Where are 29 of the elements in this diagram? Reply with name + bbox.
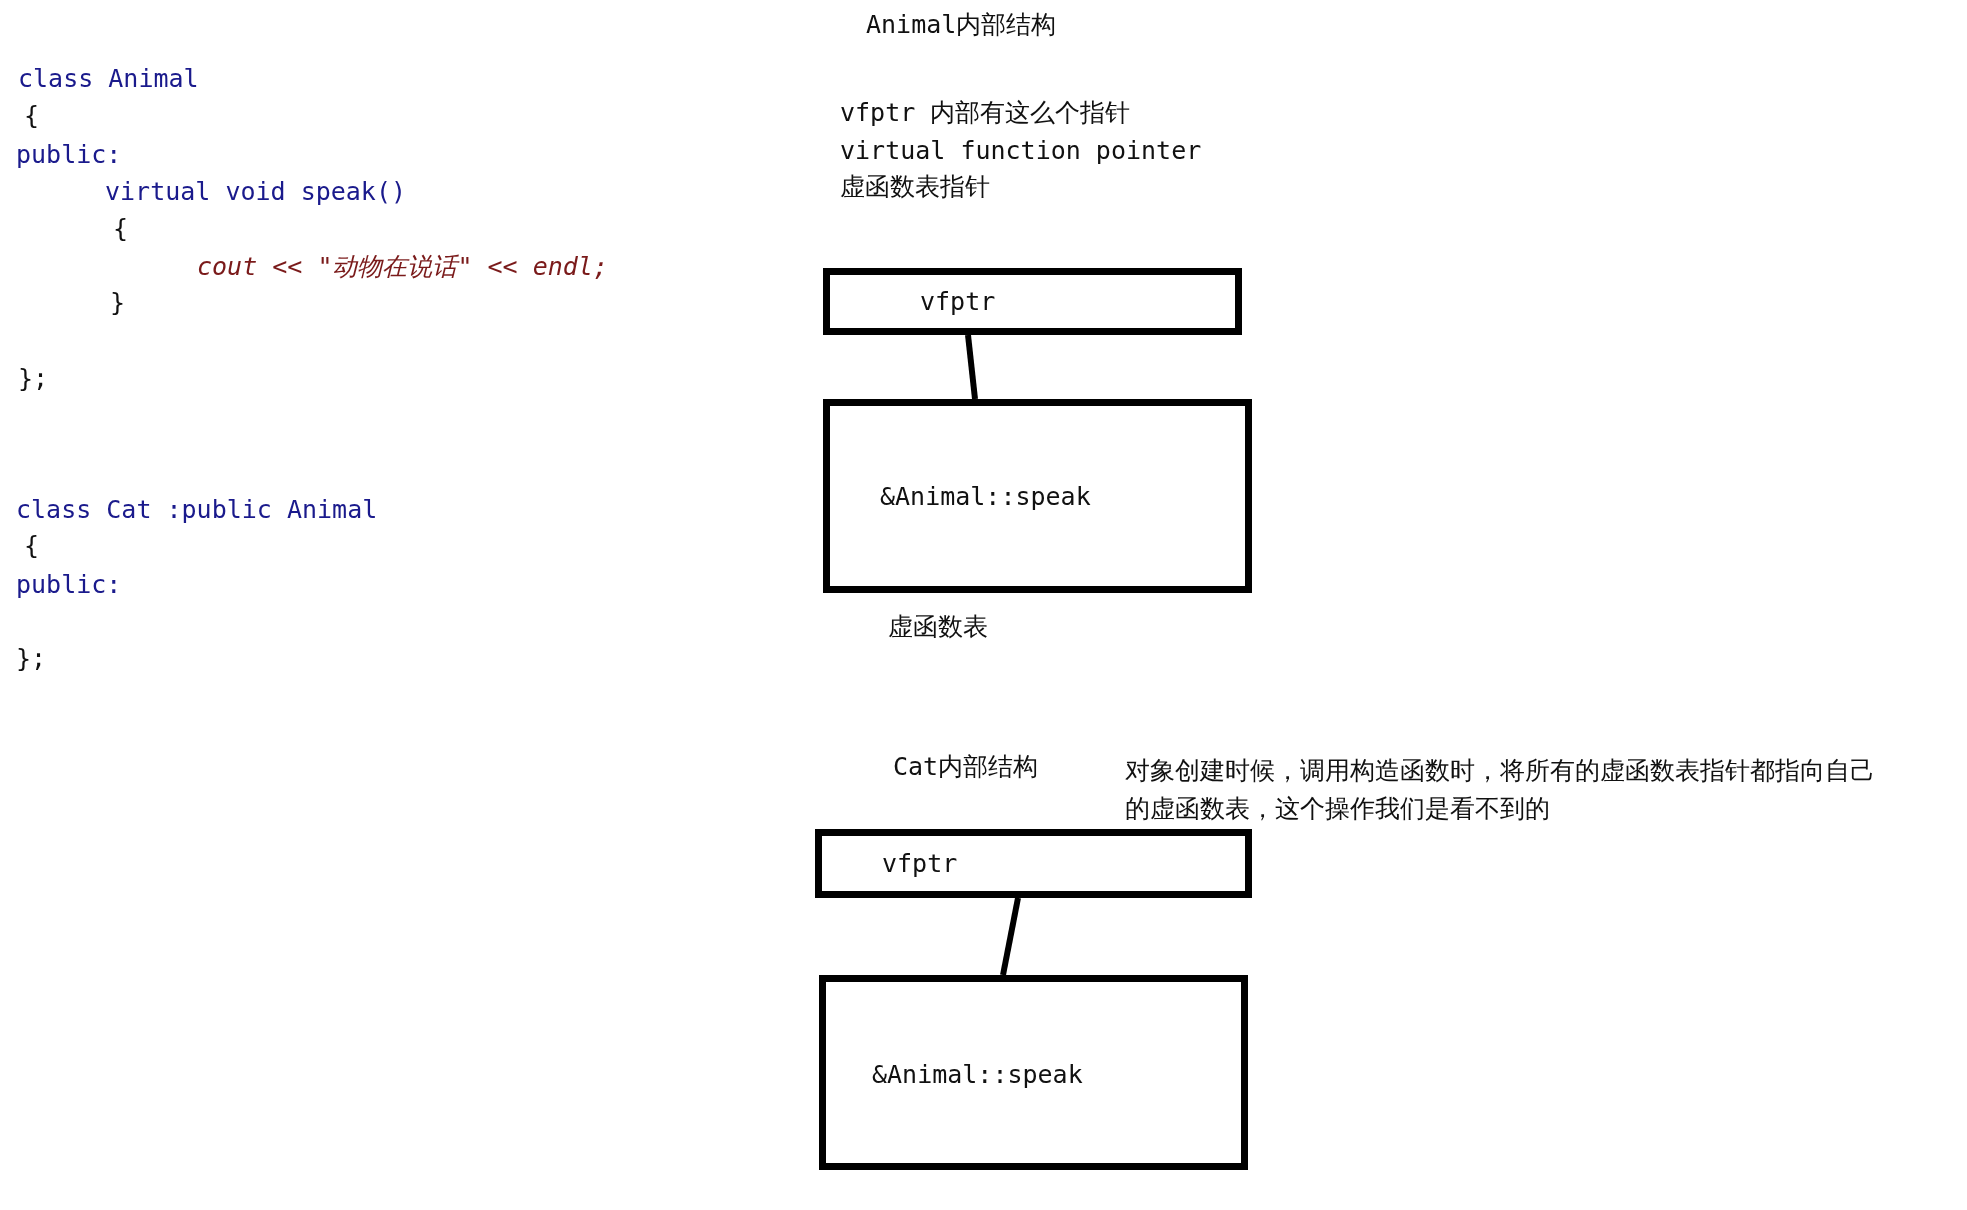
table-box bbox=[819, 975, 1248, 1170]
table-box bbox=[823, 399, 1252, 593]
heading-text: vfptr 内部有这么个指针 bbox=[840, 98, 1131, 128]
code-line: public: bbox=[16, 140, 122, 170]
connector-line bbox=[1000, 897, 1021, 976]
code-line: }; bbox=[16, 644, 47, 674]
heading-text: Animal内部结构 bbox=[866, 10, 1057, 40]
box-label: vfptr bbox=[920, 287, 996, 317]
note-text: 对象创建时候，调用构造函数时，将所有的虚函数表指针都指向自己的虚函数表，这个操作我们是看不到的 bbox=[1125, 755, 1876, 825]
code-line: public: bbox=[16, 570, 122, 600]
code-line: class Animal bbox=[18, 64, 199, 94]
heading-text: Cat内部结构 bbox=[893, 752, 1039, 782]
code-line: } bbox=[110, 288, 126, 318]
box-label: vfptr bbox=[882, 849, 958, 879]
code-line: { bbox=[24, 101, 40, 131]
pointer-box bbox=[823, 268, 1242, 335]
code-line: virtual void speak() bbox=[105, 177, 407, 207]
connector-line bbox=[965, 334, 978, 400]
code-line: cout << "动物在说话" << endl; bbox=[197, 252, 608, 282]
code-line: { bbox=[113, 214, 129, 244]
code-line: class Cat :public Animal bbox=[16, 495, 378, 525]
heading-text: 虚函数表指针 bbox=[840, 172, 990, 202]
box-label: &Animal::speak bbox=[872, 1060, 1083, 1090]
code-line: }; bbox=[18, 364, 49, 394]
box-label: &Animal::speak bbox=[880, 482, 1091, 512]
code-line: { bbox=[24, 531, 40, 561]
pointer-box bbox=[815, 829, 1252, 898]
heading-text: virtual function pointer bbox=[840, 136, 1202, 166]
caption-text: 虚函数表 bbox=[888, 612, 988, 642]
